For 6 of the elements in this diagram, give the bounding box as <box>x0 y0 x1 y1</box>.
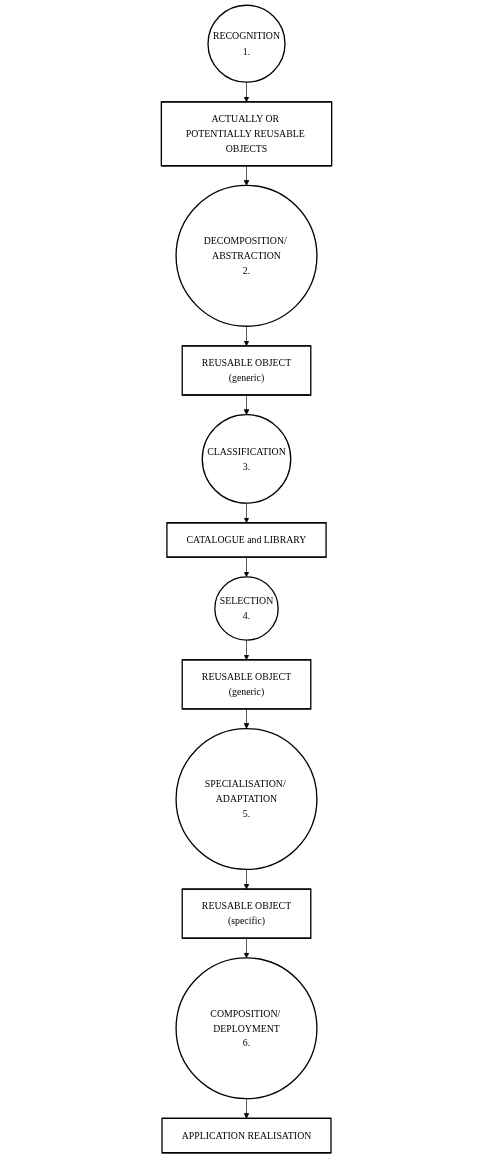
node-circle: COMPOSITION/ DEPLOYMENT 6. <box>175 957 318 1100</box>
node-circle: DECOMPOSITION/ ABSTRACTION 2. <box>175 184 318 327</box>
node-circle: RECOGNITION 1. <box>207 4 286 83</box>
node-circle: SPECIALISATION/ ADAPTATION 5. <box>175 727 318 871</box>
node-circle: CLASSIFICATION 3. <box>201 414 292 504</box>
node-circle: SELECTION 4. <box>214 576 279 641</box>
